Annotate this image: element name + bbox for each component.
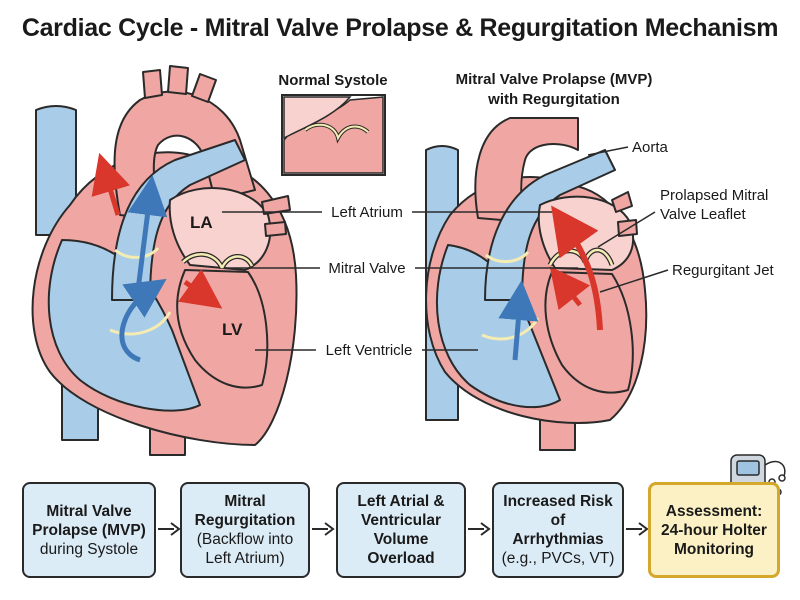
flow-step-text: during Systole	[39, 540, 139, 558]
flow-step-text: 24-hour Holter	[661, 521, 767, 539]
leader-lines	[222, 146, 669, 351]
flow-step-text: Overload	[367, 550, 435, 567]
flow-step-text: Ventricular	[360, 512, 442, 529]
flow-step-assessment: Assessment: 24-hour Holter Monitoring	[648, 482, 780, 578]
flow-step-text: Volume	[373, 531, 429, 548]
normal-heart	[31, 65, 298, 456]
prolapsed-label-line1: Prolapsed Mitral	[660, 187, 768, 204]
flow-step-text: Left Atrial &	[357, 493, 445, 510]
flow-step-text: Monitoring	[673, 540, 755, 558]
mvp-header-line1: Mitral Valve Prolapse (MVP)	[456, 71, 653, 88]
inset-title: Normal Systole	[278, 72, 387, 89]
normal-systole-inset	[281, 94, 386, 176]
flow-step-text: Increased Risk	[503, 493, 613, 510]
prolapsed-label-line2: Valve Leaflet	[660, 206, 746, 223]
regurgitant-jet-label: Regurgitant Jet	[672, 262, 775, 279]
flow-step-text: Mitral	[224, 493, 266, 510]
flow-step-regurgitation: Mitral Regurgitation (Backflow into Left…	[180, 482, 310, 578]
left-atrium-label: Left Atrium	[331, 204, 403, 221]
left-atrium	[168, 187, 272, 271]
flow-step-arrhythmia-risk: Increased Risk of Arrhythmias (e.g., PVC…	[492, 482, 624, 578]
mvp-header-line2: with Regurgitation	[487, 91, 620, 108]
arrow-right-icon	[312, 522, 335, 536]
la-label: LA	[190, 213, 213, 232]
left-ventricle-label: Left Ventricle	[326, 342, 413, 359]
flow-step-text: Assessment:	[665, 502, 763, 520]
flow-step-text: Arrhythmias	[512, 531, 604, 548]
flow-step-text: (Backflow into	[196, 531, 294, 548]
flow-step-volume-overload: Left Atrial & Ventricular Volume Overloa…	[336, 482, 466, 578]
arrow-right-icon	[626, 522, 649, 536]
flow-step-text: of	[550, 512, 566, 529]
arrow-right-icon	[468, 522, 491, 536]
mitral-valve-label: Mitral Valve	[328, 260, 405, 277]
lv-label: LV	[222, 320, 243, 339]
flow-step-text: Left Atrium)	[205, 550, 285, 567]
arrow-right-icon	[158, 522, 181, 536]
aorta-label: Aorta	[632, 139, 669, 156]
flow-step-text: Prolapse (MVP)	[32, 521, 146, 539]
flow-step-text: Mitral Valve	[46, 502, 132, 520]
regurgitant-jet-arrow	[551, 205, 603, 331]
page-title: Cardiac Cycle - Mitral Valve Prolapse & …	[21, 14, 779, 42]
flow-step-text: (e.g., PVCs, VT)	[501, 550, 615, 567]
flow-step-text: Regurgitation	[194, 512, 296, 529]
flow-step-mvp: Mitral Valve Prolapse (MVP) during Systo…	[22, 482, 156, 578]
mvp-heart	[425, 117, 648, 451]
